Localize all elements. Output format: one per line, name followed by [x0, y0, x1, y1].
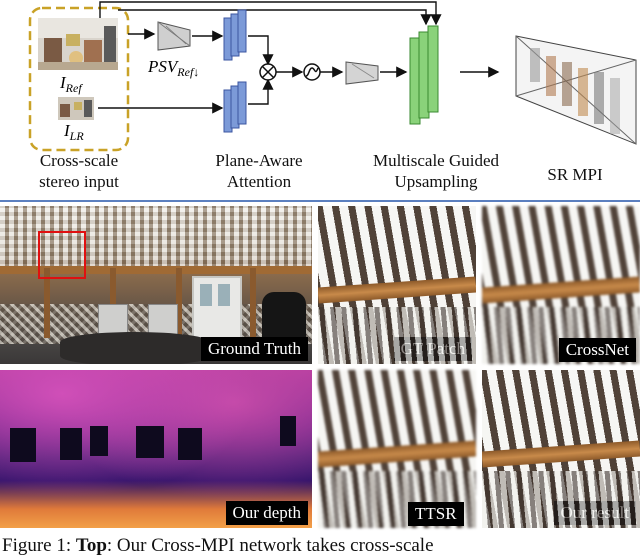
figure-caption: Figure 1: Top: Our Cross-MPI network tak… — [2, 534, 434, 558]
ground-truth-tag: Ground Truth — [200, 337, 308, 361]
gt-patch-tag: GT Patch — [393, 337, 472, 361]
multiply-operator — [259, 63, 277, 81]
ref-image-thumbnail — [38, 18, 118, 70]
psv-label: PSVRef↓ — [147, 57, 199, 79]
caption-bold: Top — [75, 535, 107, 556]
our-result-image: Our result — [482, 370, 640, 528]
ttsr-tag: TTSR — [408, 502, 464, 526]
attention-block-upper — [223, 9, 247, 61]
upsampling-block — [409, 25, 439, 125]
psv-frustum-icon — [157, 21, 191, 51]
our-result-tag: Our result — [553, 501, 636, 525]
attention-block-lower — [223, 81, 247, 133]
caption-text: : Our Cross-MPI network takes cross-scal… — [106, 535, 434, 556]
lr-label: ILR — [63, 121, 84, 143]
input-label: Cross-scale stereo input — [39, 151, 119, 191]
output-label: SR MPI — [547, 165, 603, 184]
weighted-psv-icon — [345, 61, 379, 85]
zoom-region-marker — [38, 231, 86, 279]
lr-image-thumbnail — [58, 97, 94, 120]
section-divider — [0, 200, 640, 202]
sr-mpi-frustum — [515, 35, 637, 145]
depth-map-image: Our depth — [0, 370, 312, 528]
caption-prefix: Figure 1: — [2, 535, 72, 556]
attention-label: Plane-Aware Attention — [215, 151, 303, 191]
ground-truth-image: Ground Truth — [0, 206, 312, 364]
ttsr-image — [318, 370, 476, 528]
crossnet-tag: CrossNet — [558, 338, 636, 362]
gt-patch-image: GT Patch — [318, 206, 476, 364]
crossnet-image — [482, 206, 640, 364]
depth-tag: Our depth — [225, 501, 308, 525]
ref-label: IRef — [59, 73, 83, 95]
upsampling-label: Multiscale Guided Upsampling — [372, 151, 500, 191]
input-dashed-box — [28, 6, 130, 152]
network-diagram: IRef ILR PSVRef↓ — [28, 1, 637, 152]
activation-operator — [303, 63, 321, 81]
